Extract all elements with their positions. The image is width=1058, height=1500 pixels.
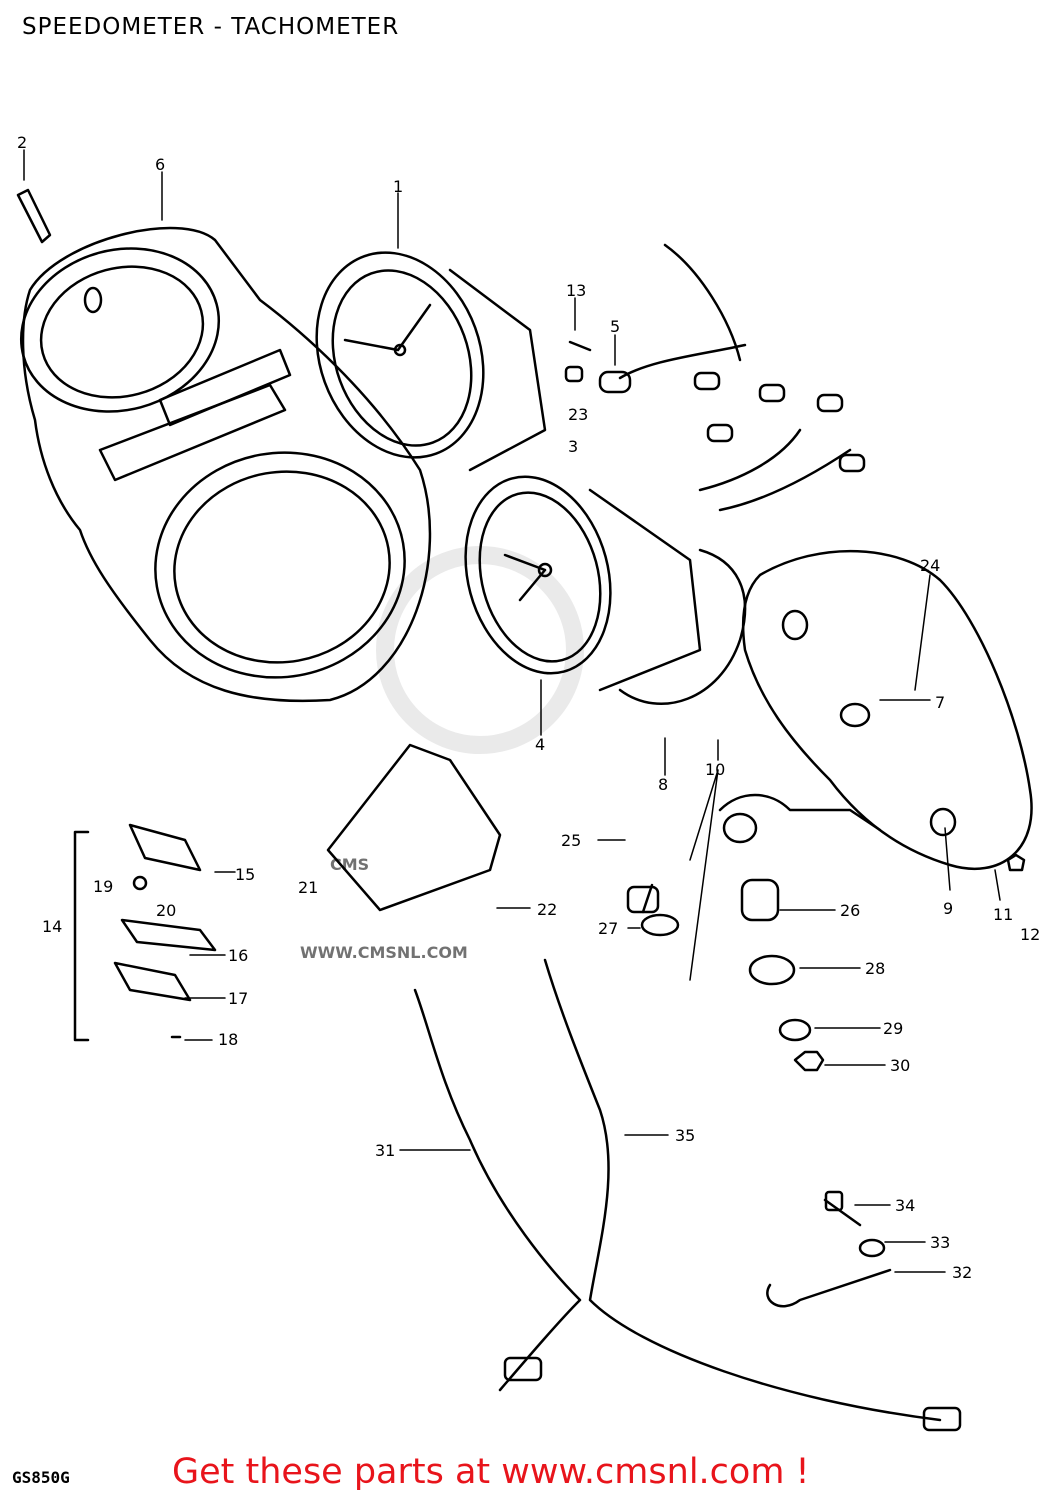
callout-8: 8 [658,775,668,794]
callout-1: 1 [393,177,403,196]
callout-leaders [23,149,1001,1273]
callout-9: 9 [943,899,953,918]
callout-14: 14 [42,917,62,936]
callout-15: 15 [235,865,255,884]
callout-22: 22 [537,900,557,919]
callout-13: 13 [566,281,586,300]
callout-30: 30 [890,1056,910,1075]
callout-24: 24 [920,556,940,575]
callout-7: 7 [935,693,945,712]
callout-25: 25 [561,831,581,850]
callout-18: 18 [218,1030,238,1049]
tachometer-part [464,475,702,692]
get-parts-link[interactable]: Get these parts at www.cmsnl.com ! [172,1452,810,1492]
callout-33: 33 [930,1233,950,1252]
callout-17: 17 [228,989,248,1008]
meter-bracket-part [718,549,1033,871]
callout-32: 32 [952,1263,972,1282]
indicator-panel-parts [73,743,502,1042]
speedometer-part [315,251,547,472]
hardware-parts [568,340,1026,1308]
callout-4: 4 [535,735,545,754]
callout-29: 29 [883,1019,903,1038]
meter-cable-parts [413,958,962,1432]
callout-3: 3 [568,437,578,456]
wiring-harness-part [564,243,866,512]
callout-5: 5 [610,317,620,336]
meter-case-part [618,548,747,705]
callout-20: 20 [156,901,176,920]
callout-34: 34 [895,1196,915,1215]
callout-19: 19 [93,877,113,896]
callout-27: 27 [598,919,618,938]
meter-housing-part [19,226,432,703]
callout-21: 21 [298,878,318,897]
callout-16: 16 [228,946,248,965]
callout-2: 2 [17,133,27,152]
bulb-part [16,188,52,244]
page-title: SPEEDOMETER - TACHOMETER [22,14,400,40]
callout-31: 31 [375,1141,395,1160]
watermark-url: WWW.CMSNL.COM [300,943,468,962]
callout-35: 35 [675,1126,695,1145]
callout-labels: 2 6 1 13 5 23 3 4 8 10 24 7 9 11 12 14 1… [17,133,1040,1282]
cms-watermark: CMS WWW.CMSNL.COM [300,546,584,962]
watermark-logo: CMS [330,855,369,874]
callout-23: 23 [568,405,588,424]
callout-12: 12 [1020,925,1040,944]
callout-6: 6 [155,155,165,174]
callout-26: 26 [840,901,860,920]
callout-10: 10 [705,760,725,779]
callout-28: 28 [865,959,885,978]
model-code-label: GS850G [12,1468,70,1487]
callout-11: 11 [993,905,1013,924]
